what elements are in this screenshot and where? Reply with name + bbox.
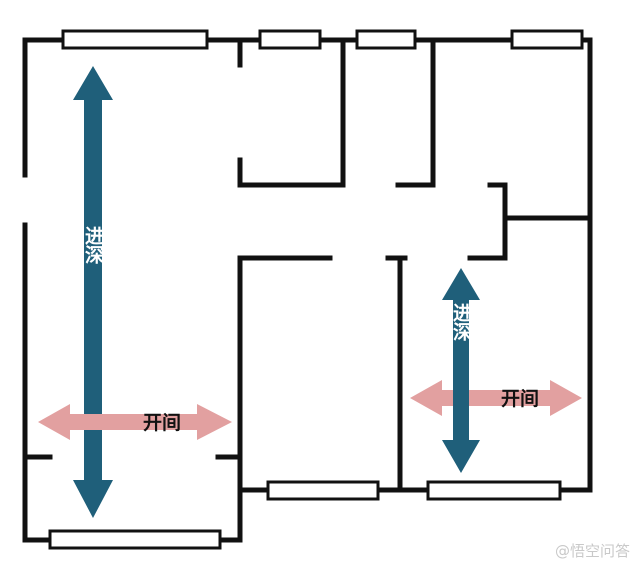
windows xyxy=(48,29,584,550)
depth-arrow-left: 进深 xyxy=(73,66,113,518)
width-arrow-left: 开间 xyxy=(38,404,232,440)
window-bottom-1 xyxy=(48,529,222,550)
window-bottom-2 xyxy=(266,480,380,501)
window-top-1 xyxy=(61,29,209,50)
window-top-3 xyxy=(355,29,417,50)
depth-label-left: 进深 xyxy=(82,226,104,264)
depth-label-right: 进深 xyxy=(450,303,472,341)
width-arrow-right: 开间 xyxy=(410,380,582,416)
window-bottom-3 xyxy=(426,480,562,501)
watermark: @悟空问答 xyxy=(554,542,630,560)
width-label-left: 开间 xyxy=(143,412,181,434)
window-top-2 xyxy=(258,29,322,50)
walls xyxy=(22,37,593,543)
depth-arrow-right-shape xyxy=(442,268,480,473)
width-label-right: 开间 xyxy=(501,388,539,410)
depth-arrow-left-shape xyxy=(73,66,113,518)
depth-arrow-right: 进深 xyxy=(442,268,480,473)
window-top-4 xyxy=(510,29,584,50)
width-arrow-right-shape xyxy=(410,380,582,416)
width-arrow-left-shape xyxy=(38,404,232,440)
